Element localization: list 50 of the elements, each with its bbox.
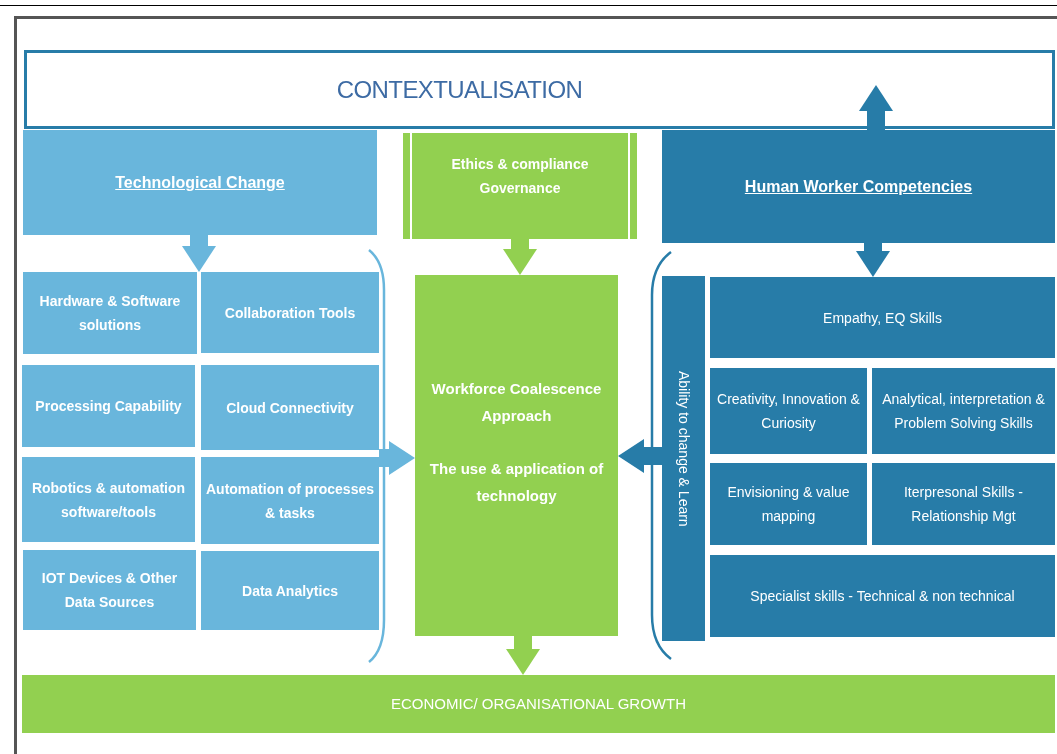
technology-box xyxy=(22,457,195,542)
technology-box xyxy=(23,550,196,630)
block-arrow xyxy=(379,441,415,475)
box-label: Specialist skills - Technical & non technical xyxy=(749,587,1016,606)
technology-box xyxy=(201,365,379,450)
growth-banner xyxy=(22,675,1055,733)
vertical-band xyxy=(662,276,705,641)
box-label: IOT Devices & Other Data Sources xyxy=(40,569,179,612)
approach-box xyxy=(415,275,618,636)
block-arrow xyxy=(859,85,893,130)
competency-box xyxy=(872,463,1055,545)
box-label: Ability to change & Learn xyxy=(675,370,693,527)
context-banner xyxy=(24,50,1055,129)
box-label: Ethics & compliance Governance xyxy=(450,155,590,198)
box-label: Robotics & automation software/tools xyxy=(30,478,187,522)
box-label: Envisioning & value mapping xyxy=(726,483,851,526)
box-label: CONTEXTUALISATION xyxy=(336,74,583,105)
box-label: Cloud Connectivity xyxy=(225,398,355,418)
block-arrow xyxy=(503,239,537,275)
block-arrow xyxy=(618,439,662,473)
box-label: Iterpresonal Skills - Relationship Mgt xyxy=(902,483,1024,526)
box-label: Creativity, Innovation & Curiosity xyxy=(716,390,861,433)
technology-box xyxy=(22,365,195,447)
block-arrow xyxy=(182,235,216,272)
box-label: Data Analytics xyxy=(241,581,339,601)
box-label: Technological Change xyxy=(115,172,285,193)
technology-box xyxy=(201,551,379,630)
competency-box xyxy=(710,463,867,545)
competency-box xyxy=(710,277,1055,358)
competency-box xyxy=(710,368,867,454)
box-label: The use & application of technology xyxy=(428,459,605,506)
box-label: Processing Capability xyxy=(34,397,183,416)
box-label: Hardware & Software solutions xyxy=(38,292,182,335)
box-label: ECONOMIC/ ORGANISATIONAL GROWTH xyxy=(391,693,686,714)
technology-box xyxy=(201,457,379,544)
technology-box xyxy=(201,272,379,353)
category-header xyxy=(23,130,377,235)
competency-box xyxy=(710,555,1055,637)
governance-box xyxy=(403,133,637,239)
box-label: Collaboration Tools xyxy=(223,303,357,323)
category-header xyxy=(662,130,1055,243)
box-label: Analytical, interpretation & Problem Solving Skills xyxy=(881,390,1046,433)
competency-box xyxy=(872,368,1055,454)
box-label: Empathy, EQ Skills xyxy=(822,308,943,328)
technology-box xyxy=(23,272,197,354)
box-label: Workforce Coalescence Approach xyxy=(430,379,603,426)
block-arrow xyxy=(506,636,540,675)
box-label: Automation of processes & tasks xyxy=(205,479,375,523)
block-arrow xyxy=(856,243,890,277)
box-label: Human Worker Competencies xyxy=(744,176,973,197)
